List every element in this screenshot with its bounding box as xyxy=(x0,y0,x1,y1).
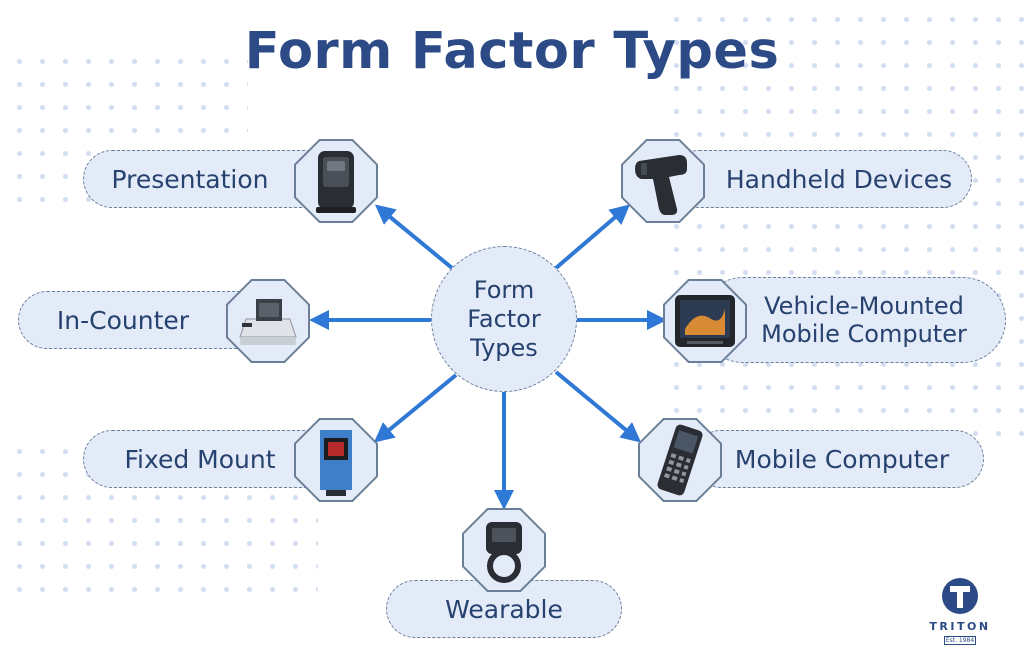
node-mobile-computer-label: Mobile Computer xyxy=(734,444,950,474)
in-counter-scanner-icon xyxy=(226,279,310,363)
node-in-counter-label: In-Counter xyxy=(56,305,190,335)
vehicle-mounted-computer-icon xyxy=(663,279,747,363)
center-line-3: Types xyxy=(470,333,538,362)
node-handheld: Handheld Devices xyxy=(670,150,972,208)
node-handheld-label: Handheld Devices xyxy=(725,164,953,194)
center-line-1: Form xyxy=(473,275,535,304)
arrow-presentation xyxy=(374,204,454,270)
arrow-mobile-computer xyxy=(554,370,642,443)
node-vehicle-mounted-line-1: Vehicle-Mounted xyxy=(764,292,964,320)
node-wearable-label: Wearable xyxy=(445,594,563,624)
center-node: Form Factor Types xyxy=(431,246,577,392)
node-fixed-mount-label: Fixed Mount xyxy=(124,444,276,474)
mobile-computer-icon xyxy=(638,418,722,502)
page-title: Form Factor Types xyxy=(244,22,780,81)
triton-logo: TRITON Est. 1984 xyxy=(920,578,1000,658)
logo-est: Est. 1984 xyxy=(944,636,976,645)
fixed-mount-scanner-icon xyxy=(294,418,378,502)
handheld-scanner-icon xyxy=(621,139,705,223)
center-line-2: Factor xyxy=(467,304,541,333)
node-presentation: Presentation xyxy=(83,150,333,208)
node-fixed-mount: Fixed Mount xyxy=(83,430,333,488)
presentation-scanner-icon xyxy=(294,139,378,223)
node-mobile-computer: Mobile Computer xyxy=(692,430,984,488)
ring-scanner-icon xyxy=(462,508,546,592)
node-vehicle-mounted-line-2: Mobile Computer xyxy=(761,320,967,348)
arrow-fixed-mount xyxy=(373,373,458,443)
node-presentation-label: Presentation xyxy=(111,164,269,194)
logo-name: TRITON xyxy=(929,620,991,633)
arrow-handheld xyxy=(554,204,631,270)
